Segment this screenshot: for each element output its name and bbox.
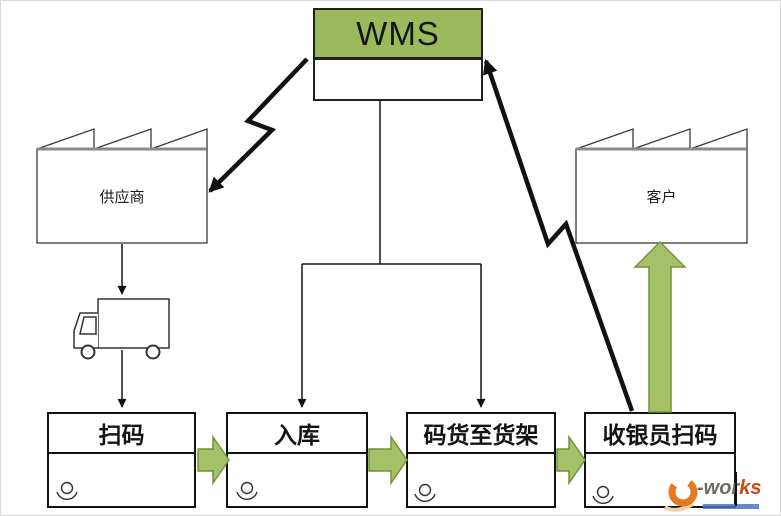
process-box-shelving: 码货至货架 [406, 412, 556, 508]
supplier-label: 供应商 [99, 188, 145, 206]
information-flow-arrows [208, 57, 635, 412]
green-arrow-scan-to-inbound [197, 434, 230, 486]
process-data-area [408, 454, 554, 506]
thin-connectors [117, 101, 486, 408]
process-data-area [228, 454, 366, 506]
process-label: 收银员扫码 [586, 414, 734, 454]
zigzag-arrow-wms-to-supplier [208, 57, 309, 193]
eworks-swoosh-icon [663, 477, 698, 512]
eworks-text: -works [697, 477, 762, 499]
process-label: 码货至货架 [408, 414, 554, 454]
eworks-logo: -works [659, 471, 780, 515]
eworks-underline [703, 504, 759, 509]
wms-data-box [313, 58, 483, 101]
process-box-inbound: 入库 [226, 412, 368, 508]
customer-label: 客户 [646, 188, 677, 206]
green-arrow-shelving-to-cashier [556, 434, 586, 486]
green-arrow-inbound-to-shelving [368, 434, 408, 486]
process-data-area [49, 454, 194, 506]
truck-icon [73, 298, 170, 360]
green-arrow-cashier-to-customer [633, 240, 687, 413]
supplier-node: 供应商 [37, 149, 207, 243]
customer-node: 客户 [576, 149, 747, 243]
wms-label: WMS [356, 14, 440, 52]
process-box-scan: 扫码 [47, 412, 196, 508]
process-box-cashier-scan: 收银员扫码 [584, 412, 736, 508]
wms-node: WMS [313, 8, 483, 59]
process-label: 扫码 [49, 414, 194, 454]
process-label: 入库 [228, 414, 366, 454]
